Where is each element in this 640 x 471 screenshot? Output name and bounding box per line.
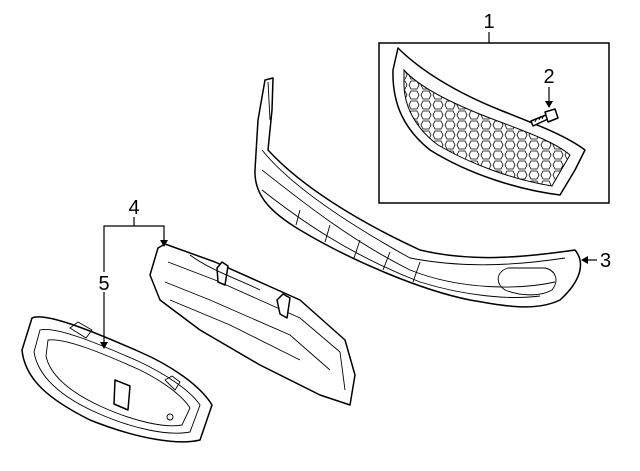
callout-1: 1 <box>483 11 494 33</box>
grille-bracket-part <box>149 243 356 406</box>
callout-4: 4 <box>128 197 139 219</box>
callout-3: 3 <box>600 250 611 272</box>
front-grille-part <box>21 316 213 443</box>
bolt-part <box>530 108 559 127</box>
callout-5: 5 <box>98 273 109 295</box>
upper-grille-part <box>392 47 586 196</box>
callout-2: 2 <box>543 66 554 88</box>
lower-cover-part <box>254 77 582 308</box>
leader-lines <box>100 32 597 349</box>
